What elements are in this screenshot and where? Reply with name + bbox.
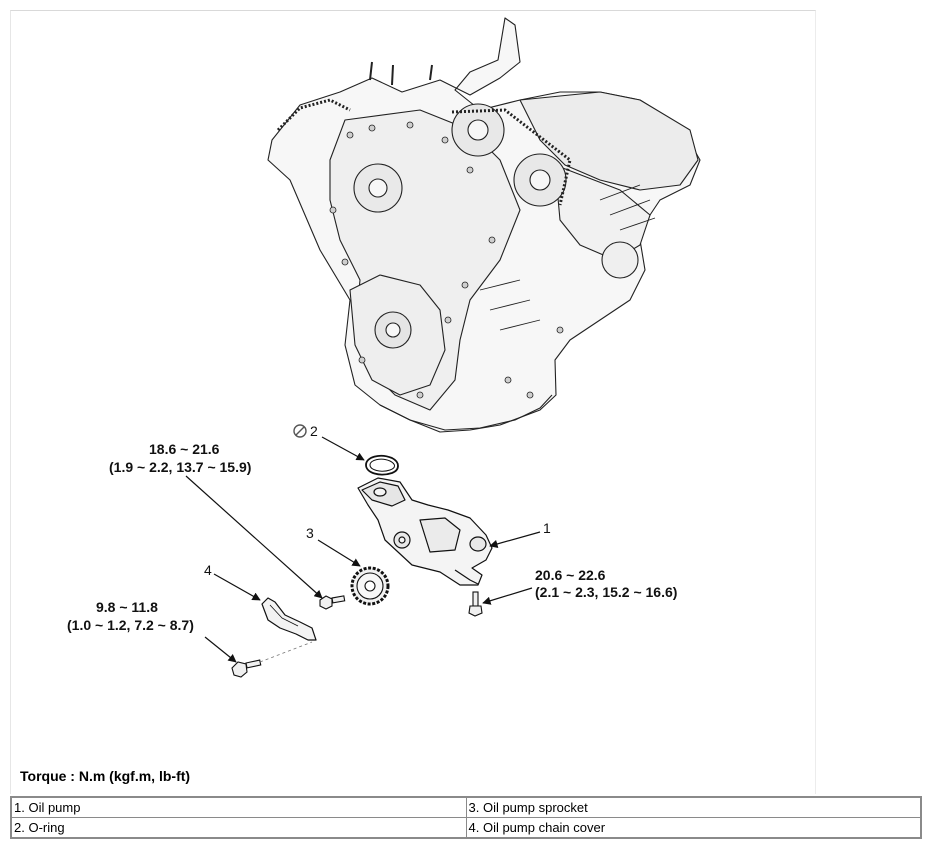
oil-pump-chain-cover (261, 597, 317, 641)
callout-4: 4 (204, 562, 212, 578)
leader-lines (185, 436, 541, 663)
torque-cover-alt: (1.0 ~ 1.2, 7.2 ~ 8.7) (67, 617, 194, 633)
bolt-chain-cover (231, 659, 262, 678)
oil-pump-sprocket (350, 566, 390, 606)
legend-cell: 4. Oil pump chain cover (465, 817, 922, 839)
o-ring (365, 454, 399, 476)
callout-3: 3 (306, 525, 314, 541)
torque-cover-nm: 9.8 ~ 11.8 (96, 599, 158, 615)
legend-cell: 1. Oil pump (10, 796, 467, 818)
table-row: 1. Oil pump 3. Oil pump sprocket (10, 796, 922, 818)
torque-upper-nm: 18.6 ~ 21.6 (149, 441, 220, 457)
legend-cell: 2. O-ring (10, 817, 467, 839)
callout-1: 1 (543, 520, 551, 536)
table-row: 2. O-ring 4. Oil pump chain cover (10, 817, 922, 839)
parts-legend-table: 1. Oil pump 3. Oil pump sprocket 2. O-ri… (10, 796, 922, 839)
torque-right-alt: (2.1 ~ 2.3, 15.2 ~ 16.6) (535, 584, 677, 600)
do-not-reuse-icon (293, 424, 307, 438)
torque-upper-alt: (1.9 ~ 2.2, 13.7 ~ 15.9) (109, 459, 251, 475)
torque-units-note: Torque : N.m (kgf.m, lb-ft) (20, 768, 191, 784)
bolt-pump-right (468, 591, 483, 617)
legend-cell: 3. Oil pump sprocket (465, 796, 922, 818)
bolt-pump-upper (319, 595, 346, 610)
callout-2: 2 (310, 423, 318, 439)
torque-right-nm: 20.6 ~ 22.6 (535, 567, 606, 583)
engine-assembly (267, 17, 701, 433)
oil-pump (357, 477, 493, 586)
